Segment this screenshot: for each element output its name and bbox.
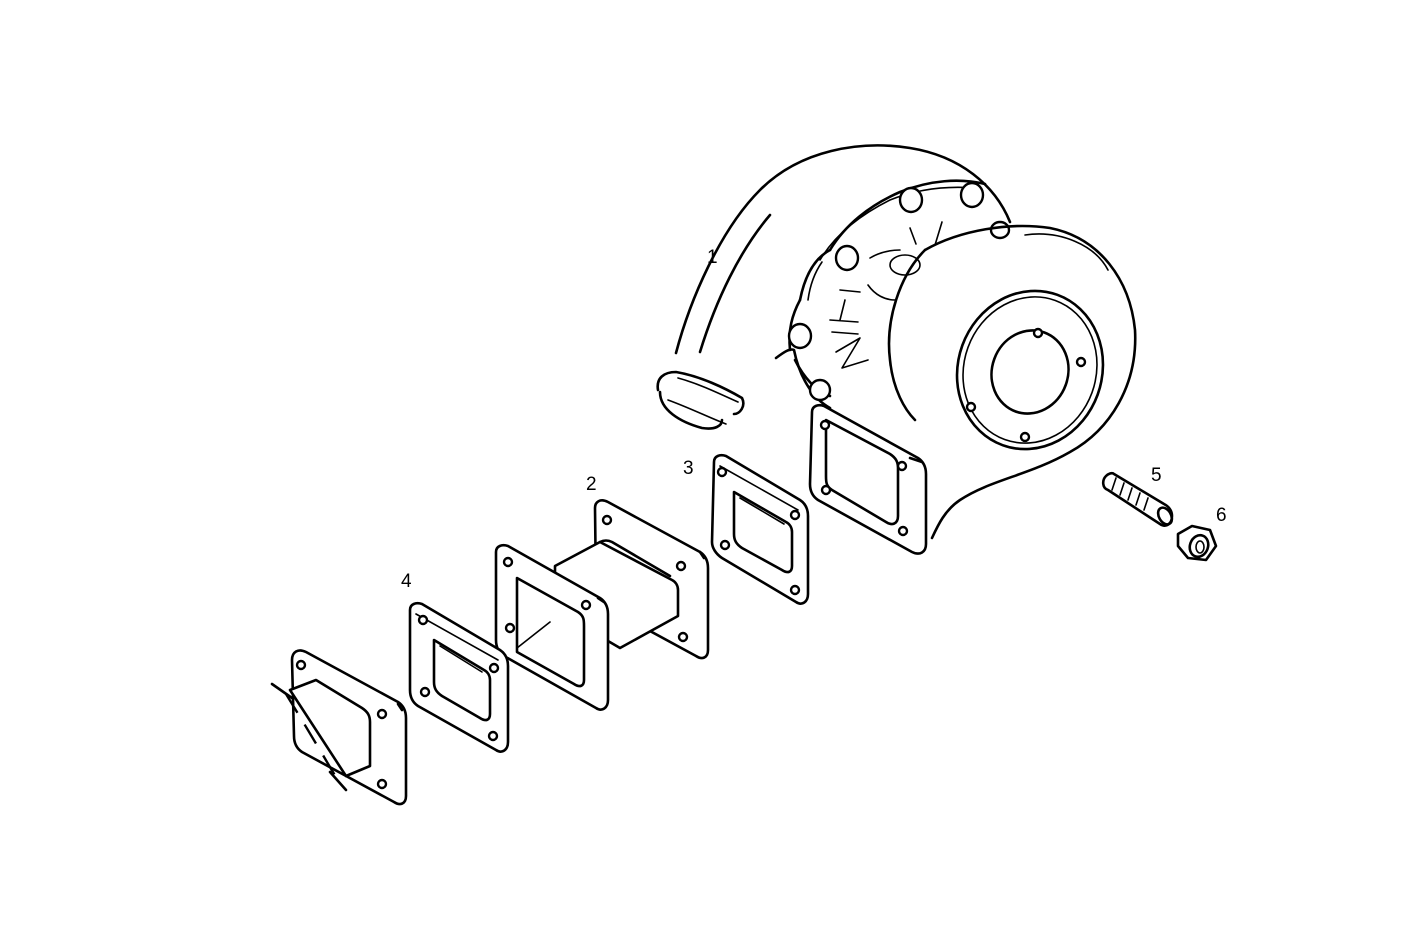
callout-3-gasket: 3: [683, 458, 694, 479]
manifold-outlet-drawing: [270, 649, 408, 806]
callout-4-gasket: 4: [401, 571, 412, 592]
gasket-turbo-side-drawing: [710, 453, 810, 605]
stud-drawing: [1101, 471, 1174, 527]
flanged-adapter-drawing: [494, 499, 710, 711]
nut-drawing: [1176, 524, 1218, 562]
callout-1-turbocharger: 1: [707, 247, 718, 268]
gasket-manifold-side-drawing: [408, 601, 510, 753]
callout-6-nut: 6: [1216, 505, 1227, 526]
turbocharger-drawing: [656, 144, 1137, 555]
callout-2-flanged-adapter: 2: [586, 474, 597, 495]
callout-5-stud: 5: [1151, 465, 1162, 486]
